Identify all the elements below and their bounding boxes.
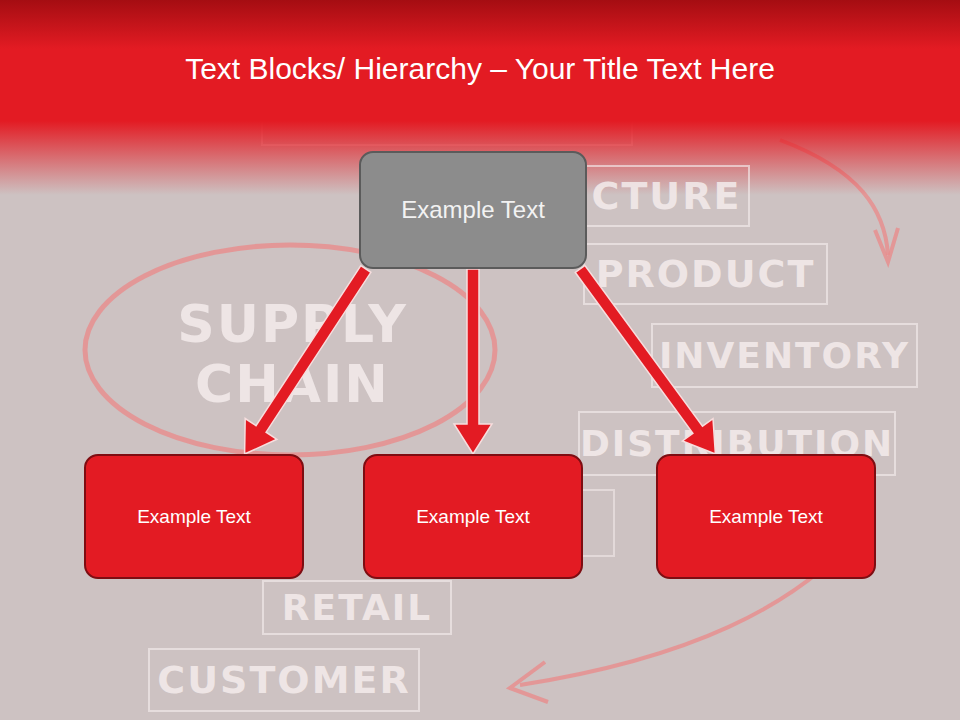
parent-box: Example Text — [359, 151, 587, 269]
chalk-label: INVENTORY — [651, 323, 918, 388]
chalk-arrowhead — [510, 662, 548, 702]
chalk-word: CUSTOMER — [157, 658, 410, 702]
chalk-label: PRODUCT — [583, 243, 828, 305]
chalk-label: SUPPLY CHAIN — [150, 285, 435, 425]
chalk-word: CTURE — [592, 174, 742, 218]
chalk-label: RETAIL — [262, 580, 452, 635]
chalk-word: SUPPLY CHAIN — [150, 295, 435, 415]
child-box: Example Text — [656, 454, 876, 579]
chalk-box — [578, 490, 614, 556]
chalk-label: CTURE — [583, 165, 750, 227]
arrow-shape — [454, 269, 492, 454]
box-text: Example Text — [709, 506, 823, 528]
chalk-circle — [85, 245, 495, 455]
chalk-word: INVENTORY — [659, 335, 910, 376]
chalk-label: CUSTOMER — [148, 648, 420, 712]
box-text: Example Text — [416, 506, 530, 528]
box-text: Example Text — [401, 196, 545, 224]
child-box: Example Text — [363, 454, 583, 579]
chalk-word: RETAIL — [282, 587, 432, 628]
chalk-word: PRODUCT — [596, 252, 816, 296]
slide-title: Text Blocks/ Hierarchy – Your Title Text… — [0, 52, 960, 86]
child-box: Example Text — [84, 454, 304, 579]
box-text: Example Text — [137, 506, 251, 528]
hierarchy-arrow — [454, 269, 492, 454]
chalk-arrowhead — [875, 228, 898, 262]
